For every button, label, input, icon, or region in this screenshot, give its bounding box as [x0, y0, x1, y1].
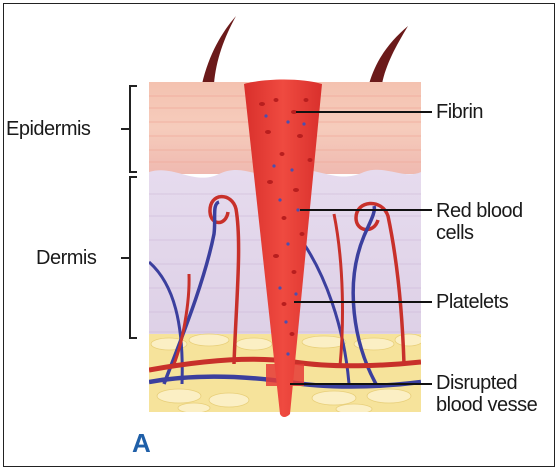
label-platelets: Platelets [436, 291, 508, 313]
label-fibrin: Fibrin [436, 101, 483, 123]
hair-right [369, 26, 408, 84]
dermis-bracket [121, 177, 137, 338]
panel-letter: A [132, 428, 151, 459]
figure-frame: Epidermis Dermis Fibrin Red blood cells … [3, 3, 555, 467]
label-disrupted-line1: Disrupted [436, 372, 517, 394]
label-red-blood-cells-line2: cells [436, 222, 474, 244]
label-dermis: Dermis [36, 247, 96, 269]
epidermis-bracket [121, 86, 137, 172]
label-red-blood-cells-line1: Red blood [436, 200, 523, 222]
label-epidermis: Epidermis [6, 118, 90, 140]
hair-left [202, 16, 236, 84]
label-disrupted-line2: blood vesse [436, 394, 537, 416]
